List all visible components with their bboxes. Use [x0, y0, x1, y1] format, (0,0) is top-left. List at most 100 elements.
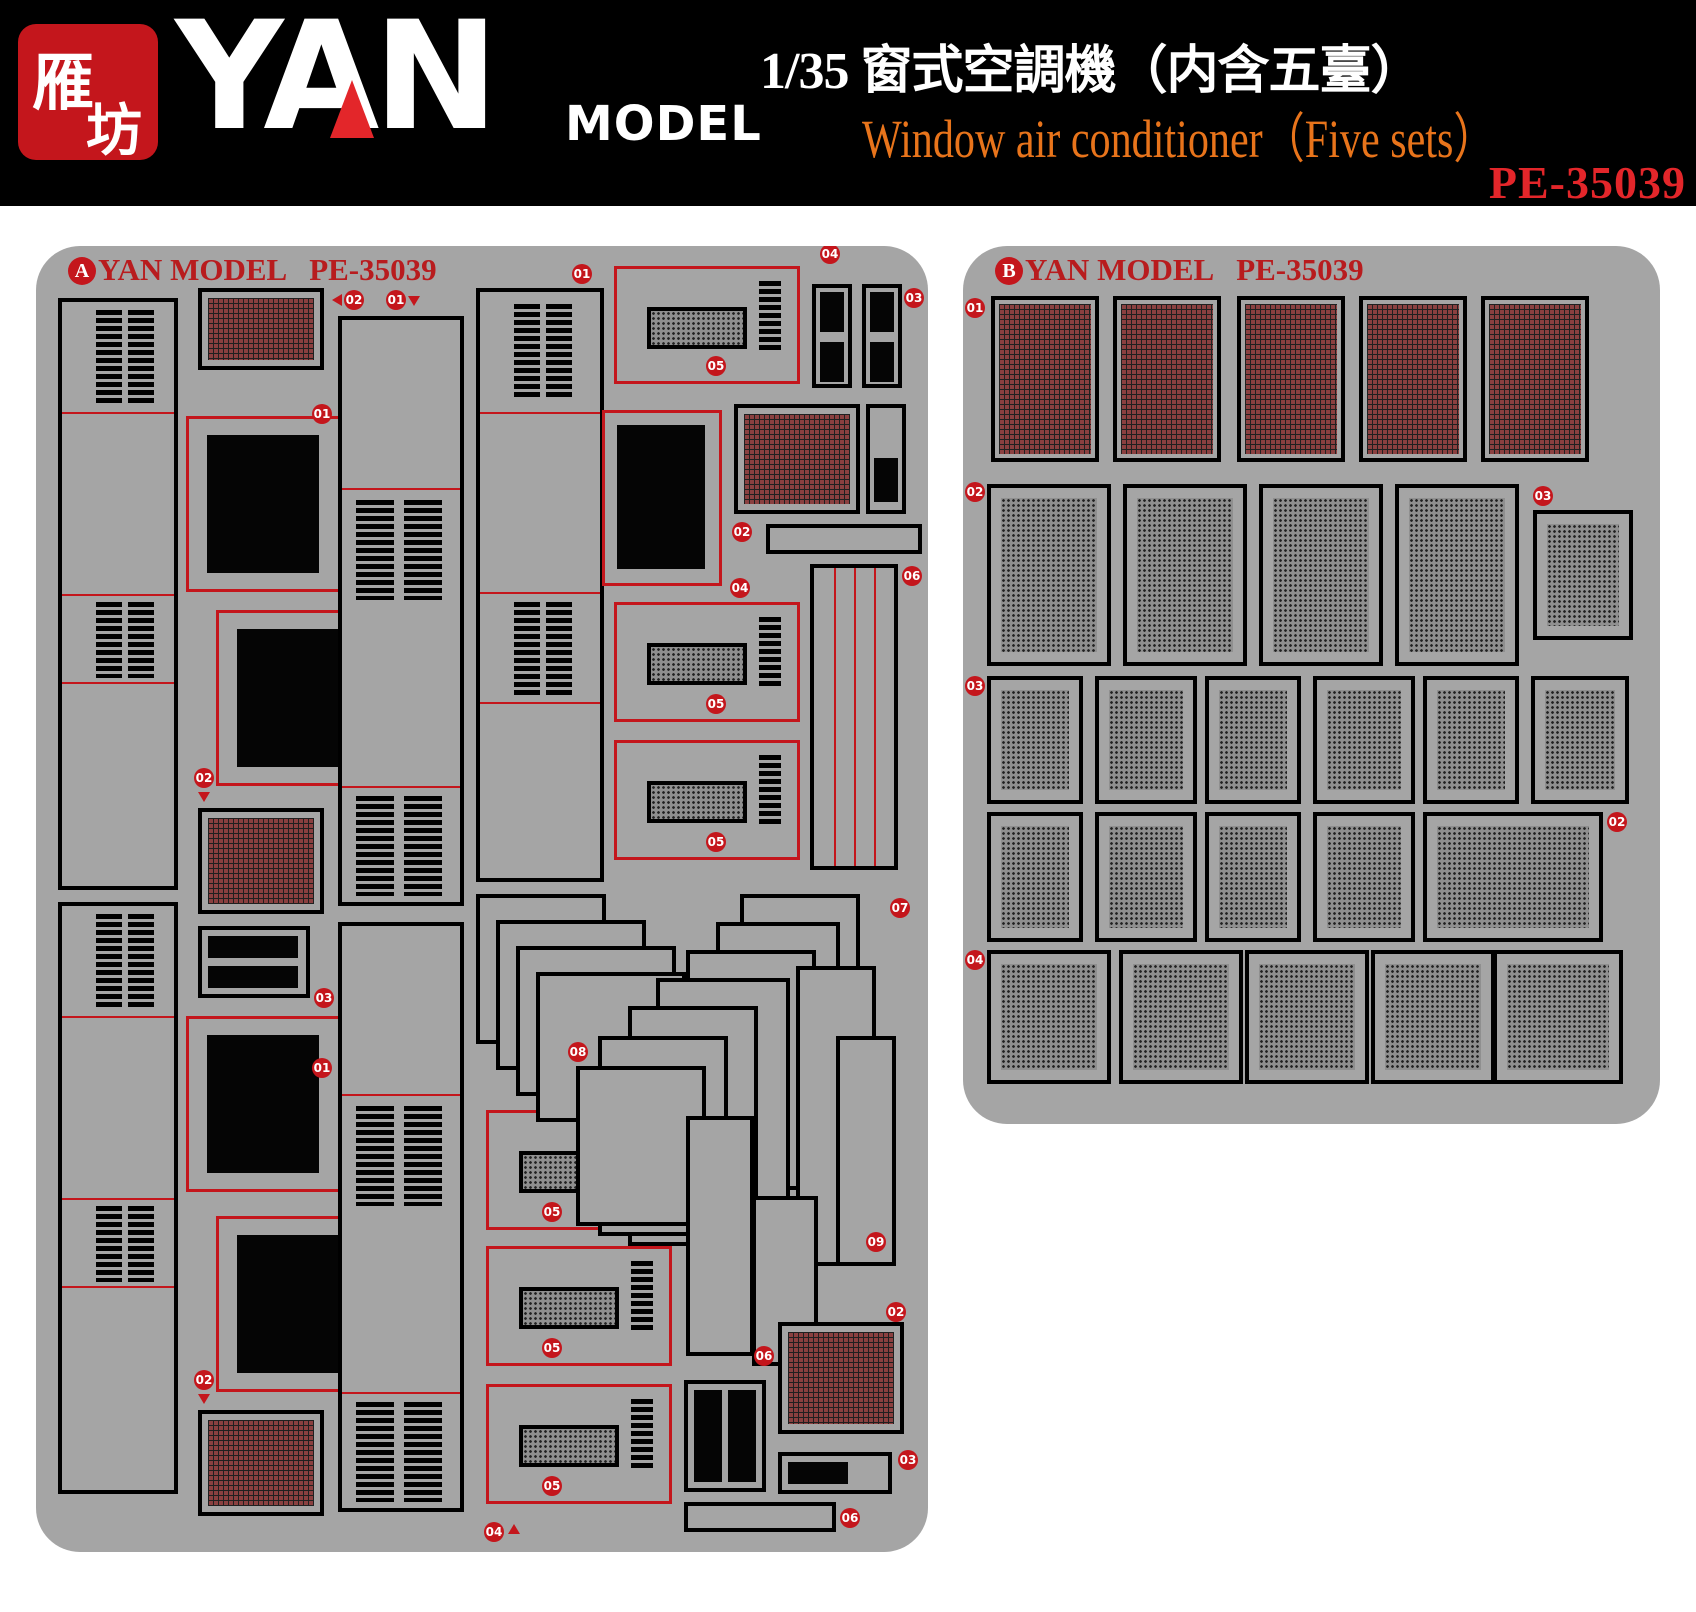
part-number-badge: 08 — [568, 1042, 588, 1062]
bracket-opening — [870, 292, 894, 332]
louver-grille — [96, 914, 122, 1010]
part-number-badge: 05 — [706, 832, 726, 852]
mesh-pattern — [1133, 964, 1229, 1070]
side-panel — [338, 922, 464, 1512]
fold-line — [62, 1198, 174, 1200]
mesh-pattern — [1489, 304, 1581, 454]
bent-strip-part — [576, 1066, 706, 1226]
mesh-pattern — [1273, 498, 1369, 652]
small-bracket-part — [862, 284, 902, 388]
part-number-badge: 02 — [886, 1302, 906, 1322]
control-panel-part — [486, 1246, 672, 1366]
filter-part-02 — [1423, 812, 1603, 942]
filter-part-03 — [1531, 676, 1629, 804]
mesh-pattern — [1327, 690, 1401, 790]
mesh-pattern — [1245, 304, 1337, 454]
frame-opening — [617, 425, 705, 569]
louver-grille — [128, 602, 154, 678]
part-number-badge: 01 — [312, 404, 332, 424]
frame-opening — [237, 629, 349, 767]
louver-grille — [356, 500, 394, 600]
fold-line — [874, 568, 876, 866]
part-number-badge: 01 — [572, 264, 592, 284]
rail-strip-part — [810, 564, 898, 870]
fold-line — [62, 1286, 174, 1288]
mesh-pattern — [1109, 826, 1183, 928]
product-code: PE-35039 — [1488, 157, 1686, 208]
mesh-pattern — [208, 818, 314, 904]
part-number-badge: 02 — [194, 1370, 214, 1390]
sheet-a-brand: YAN MODEL — [98, 252, 288, 287]
brand-subtitle: MODEL — [565, 96, 762, 152]
sheet-a-code: PE-35039 — [309, 252, 437, 287]
mesh-pattern — [1001, 498, 1097, 652]
louver-grille — [96, 1206, 122, 1282]
filter-part-03 — [1313, 676, 1415, 804]
casing-panel — [476, 288, 604, 882]
part-number-badge: 02 — [344, 290, 364, 310]
filter-part-03 — [1313, 812, 1415, 942]
control-panel-part — [486, 1384, 672, 1504]
frame-opening — [208, 936, 298, 958]
filter-part-01 — [991, 296, 1099, 462]
front-grille-part — [198, 288, 324, 370]
louver-grille — [356, 796, 394, 896]
mesh-pattern — [1121, 304, 1213, 454]
brand-triangle-accent — [330, 80, 374, 138]
louver-grille — [514, 602, 540, 698]
mesh-pattern — [1109, 690, 1183, 790]
part-number-badge: 02 — [194, 768, 214, 788]
frame-opening — [208, 966, 298, 988]
sheet-b-code: PE-35039 — [1236, 252, 1364, 287]
part-number-badge: 01 — [965, 298, 985, 318]
part-number-badge: 05 — [542, 1202, 562, 1222]
rail-strip-part — [686, 1116, 754, 1356]
filter-part-04 — [1371, 950, 1495, 1084]
vent-mesh — [647, 781, 747, 823]
filter-part-01 — [1113, 296, 1221, 462]
part-number-badge: 07 — [890, 898, 910, 918]
mesh-pattern — [1507, 964, 1609, 1070]
front-grille-part — [198, 808, 324, 914]
filter-part-04 — [987, 950, 1111, 1084]
filter-part-04 — [1245, 950, 1369, 1084]
side-panel — [338, 316, 464, 906]
vent-mesh — [647, 307, 747, 349]
part-number-badge: 03 — [1533, 486, 1553, 506]
louver-grille — [514, 304, 540, 400]
part-number-badge: 04 — [730, 578, 750, 598]
filter-part-03 — [1095, 812, 1197, 942]
filter-part-01 — [1359, 296, 1467, 462]
frame-opening — [728, 1390, 756, 1482]
frame-opening — [788, 1462, 848, 1484]
bracket-opening — [870, 342, 894, 382]
part-number-badge: 03 — [314, 988, 334, 1008]
button-strip — [631, 1261, 653, 1331]
rail-strip-part — [836, 1036, 896, 1266]
pointer-arrow — [332, 294, 342, 306]
mesh-pattern — [1001, 826, 1069, 928]
part-number-badge: 02 — [732, 522, 752, 542]
fold-line — [62, 1016, 174, 1018]
front-frame-part — [602, 410, 722, 586]
part-number-badge: 04 — [965, 950, 985, 970]
filter-part-03 — [1095, 676, 1197, 804]
filter-part-01 — [1481, 296, 1589, 462]
part-number-badge: 01 — [312, 1058, 332, 1078]
frame-opening — [694, 1390, 722, 1482]
button-strip — [631, 1399, 653, 1469]
header-banner: 雁 坊 YAN MODEL 1/35 窗式空調機（内含五臺） Window ai… — [0, 0, 1696, 208]
small-frame-part — [778, 1452, 892, 1494]
filter-part-02 — [987, 484, 1111, 666]
mesh-pattern — [208, 1420, 314, 1506]
filter-part-03 — [1423, 676, 1519, 804]
bracket-opening — [820, 342, 844, 382]
part-number-badge: 06 — [902, 566, 922, 586]
frame-opening — [207, 435, 319, 573]
part-number-badge: 03 — [898, 1450, 918, 1470]
louver-grille — [404, 1106, 442, 1206]
front-grille-part — [778, 1322, 904, 1434]
filter-part-02 — [1259, 484, 1383, 666]
front-grille-part — [198, 1410, 324, 1516]
